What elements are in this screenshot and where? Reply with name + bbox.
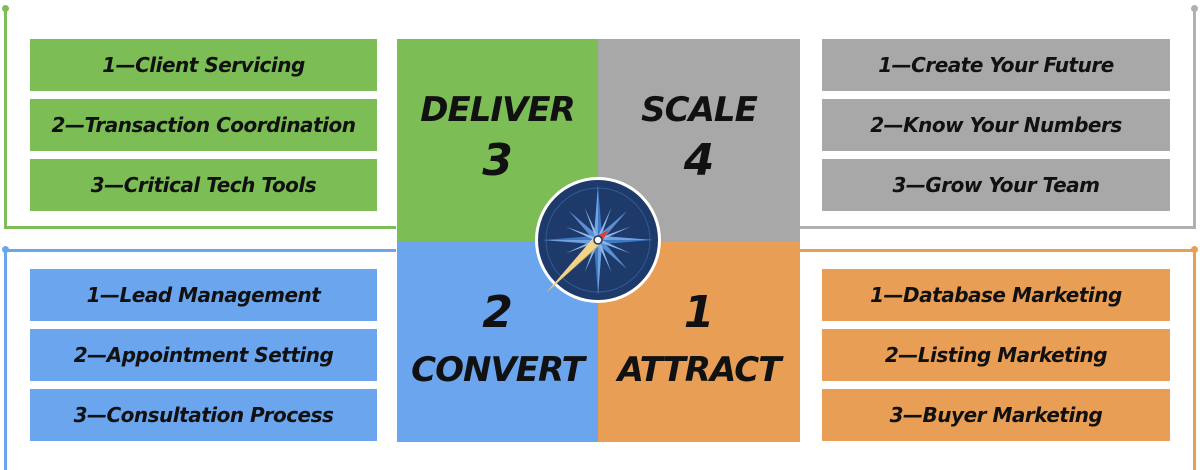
deliver-item-2: 2—Transaction Coordination bbox=[30, 99, 377, 151]
convert-item-2: 2—Appointment Setting bbox=[30, 329, 377, 381]
frame-line-deliver bbox=[4, 8, 7, 228]
frame-line-scale bbox=[1193, 8, 1196, 228]
scale-item-1: 1—Create Your Future bbox=[822, 39, 1170, 91]
attract-item-3: 3—Buyer Marketing bbox=[822, 389, 1170, 441]
quadrant-attract-number: 1 bbox=[683, 287, 715, 338]
quadrant-scale-word: SCALE bbox=[641, 90, 758, 130]
quadrant-deliver-word: DELIVER bbox=[420, 90, 575, 130]
frame-dot-deliver bbox=[2, 5, 9, 12]
frame-line-attract-top bbox=[800, 249, 1196, 252]
frame-line-scale-bottom bbox=[800, 226, 1196, 229]
attract-item-1: 1—Database Marketing bbox=[822, 269, 1170, 321]
quadrant-convert-word: CONVERT bbox=[411, 350, 585, 390]
frame-line-deliver-bottom bbox=[4, 226, 396, 229]
quadrant-scale-number: 4 bbox=[683, 135, 715, 186]
quadrant-deliver-number: 3 bbox=[482, 135, 513, 186]
frame-line-attract bbox=[1193, 249, 1196, 470]
frame-line-convert bbox=[4, 249, 7, 470]
convert-item-3: 3—Consultation Process bbox=[30, 389, 377, 441]
quadrant-convert-number: 2 bbox=[482, 287, 513, 338]
quadrant-deliver: DELIVER 3 bbox=[397, 39, 598, 241]
frame-dot-attract bbox=[1191, 246, 1198, 253]
scale-item-2: 2—Know Your Numbers bbox=[822, 99, 1170, 151]
quadrant-attract-word: ATTRACT bbox=[617, 350, 782, 390]
frame-dot-scale bbox=[1191, 5, 1198, 12]
deliver-item-1: 1—Client Servicing bbox=[30, 39, 377, 91]
frame-dot-convert bbox=[2, 246, 9, 253]
deliver-item-3: 3—Critical Tech Tools bbox=[30, 159, 377, 211]
scale-item-3: 3—Grow Your Team bbox=[822, 159, 1170, 211]
attract-item-2: 2—Listing Marketing bbox=[822, 329, 1170, 381]
frame-line-convert-top bbox=[4, 249, 396, 252]
compass-icon bbox=[535, 177, 661, 303]
convert-item-1: 1—Lead Management bbox=[30, 269, 377, 321]
